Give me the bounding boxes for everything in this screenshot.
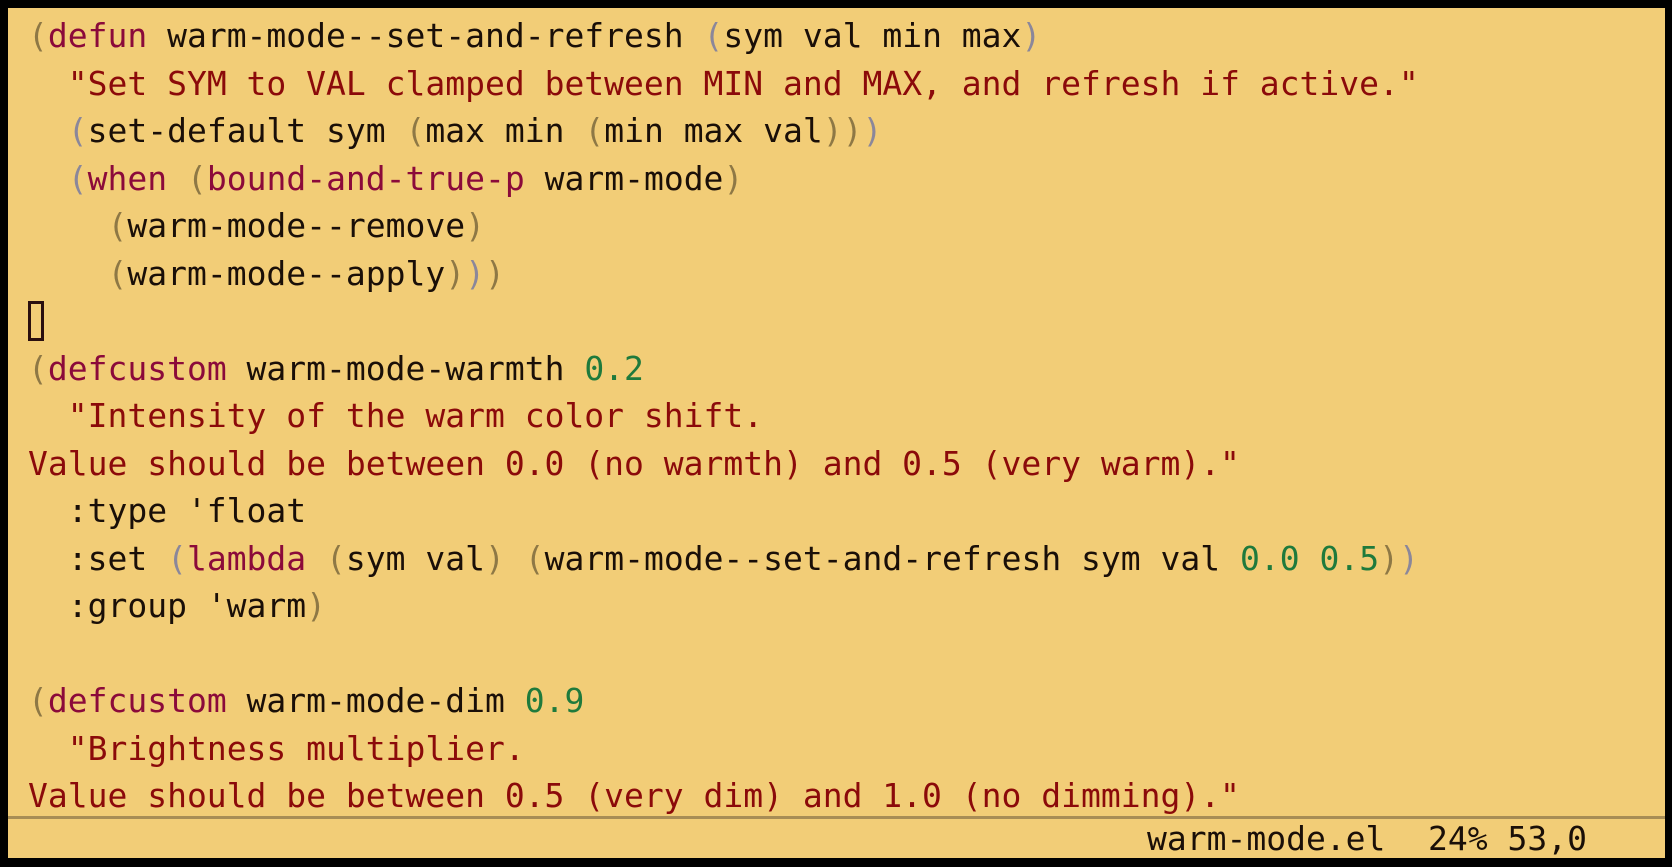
code-keyword: bound-and-true-p xyxy=(206,158,525,198)
code-paren: ) xyxy=(1021,16,1042,55)
modeline-position: 24% 53,0 xyxy=(1428,819,1587,858)
code-buffer[interactable]: (defun warm-mode--set-and-refresh (sym v… xyxy=(28,12,1665,820)
code-text: max min xyxy=(425,111,585,150)
code-paren: ) xyxy=(485,538,505,578)
code-paren: ) xyxy=(723,158,744,198)
code-paren: ( xyxy=(186,158,207,198)
emacs-window: (defun warm-mode--set-and-refresh (sym v… xyxy=(8,8,1665,858)
code-paren: ) xyxy=(862,111,883,150)
code-text xyxy=(28,729,68,768)
code-line[interactable]: (warm-mode--apply))) xyxy=(28,250,1665,298)
code-paren: ( xyxy=(524,538,545,578)
code-text xyxy=(505,539,525,578)
code-text: :set xyxy=(28,538,168,578)
code-text: warm-mode--set-and-refresh sym val xyxy=(544,538,1240,578)
code-keyword: defcustom xyxy=(47,681,227,720)
code-line[interactable]: (defcustom warm-mode-dim 0.9 xyxy=(28,677,1665,725)
code-text: warm-mode--set-and-refresh xyxy=(147,16,704,55)
code-paren: ( xyxy=(28,348,48,388)
code-text: warm-mode--apply xyxy=(127,253,446,293)
code-keyword: defun xyxy=(47,16,148,55)
modeline-filename: warm-mode.el xyxy=(1147,819,1386,858)
code-number: 0.0 xyxy=(1240,538,1300,578)
code-text xyxy=(1300,539,1320,578)
code-line[interactable]: (warm-mode--remove) xyxy=(28,202,1665,250)
code-paren: ) xyxy=(1398,538,1419,578)
code-line[interactable]: "Brightness multiplier. xyxy=(28,725,1665,773)
code-number: 0.5 xyxy=(1319,538,1380,578)
code-string: "Intensity of the warm color shift. xyxy=(67,396,764,435)
code-string: "Brightness multiplier. xyxy=(67,728,525,768)
code-string: Value should be between 0.0 (no warmth) … xyxy=(28,443,1240,483)
code-text: warm-mode-dim xyxy=(226,681,525,720)
code-text: set-default sym xyxy=(87,111,406,150)
code-string: "Set SYM to VAL clamped between MIN and … xyxy=(67,63,1419,103)
code-paren: ( xyxy=(584,111,605,150)
code-text xyxy=(28,64,68,103)
code-paren: ( xyxy=(28,681,48,720)
code-paren: ( xyxy=(326,538,346,578)
code-line[interactable]: (when (bound-and-true-p warm-mode) xyxy=(28,155,1665,203)
code-text: :type 'float xyxy=(28,491,307,530)
code-line[interactable]: :set (lambda (sym val) (warm-mode--set-a… xyxy=(28,535,1665,583)
code-text xyxy=(28,254,107,293)
code-text xyxy=(306,539,326,578)
code-string: Value should be between 0.5 (very dim) a… xyxy=(28,776,1240,815)
code-paren: ) xyxy=(1379,538,1399,578)
code-number: 0.2 xyxy=(584,348,644,388)
code-text: warm-mode-warmth xyxy=(226,348,585,388)
code-paren: ) xyxy=(822,111,843,150)
code-keyword: defcustom xyxy=(47,348,227,388)
code-text xyxy=(28,159,68,198)
code-line[interactable]: (defun warm-mode--set-and-refresh (sym v… xyxy=(28,12,1665,60)
code-text: sym val xyxy=(345,538,485,578)
code-line[interactable]: (set-default sym (max min (min max val))… xyxy=(28,107,1665,155)
code-text: warm-mode--remove xyxy=(127,206,466,245)
code-text xyxy=(28,206,107,245)
code-text: sym val min max xyxy=(723,16,1022,55)
code-text: :group 'warm xyxy=(28,586,307,625)
code-paren: ( xyxy=(107,253,128,293)
modeline: warm-mode.el 24% 53,0 xyxy=(8,819,1665,858)
code-paren: ( xyxy=(167,538,187,578)
code-keyword: lambda xyxy=(186,538,307,578)
code-paren: ( xyxy=(67,111,88,150)
code-line[interactable]: "Intensity of the warm color shift. xyxy=(28,392,1665,440)
code-paren: ) xyxy=(306,586,327,625)
code-paren: ( xyxy=(107,206,128,245)
code-line[interactable] xyxy=(28,297,1665,345)
code-text: warm-mode xyxy=(524,158,724,198)
code-text: min max val xyxy=(604,111,823,150)
text-cursor xyxy=(28,300,44,341)
code-paren: ) xyxy=(842,111,863,150)
code-paren: ( xyxy=(28,16,48,55)
code-text xyxy=(28,396,68,435)
code-text xyxy=(28,111,68,150)
code-line[interactable]: (defcustom warm-mode-warmth 0.2 xyxy=(28,345,1665,393)
code-paren: ) xyxy=(485,253,505,293)
code-line[interactable]: :group 'warm) xyxy=(28,582,1665,630)
code-line[interactable]: "Set SYM to VAL clamped between MIN and … xyxy=(28,60,1665,108)
code-line[interactable]: :type 'float xyxy=(28,487,1665,535)
code-line[interactable]: Value should be between 0.5 (very dim) a… xyxy=(28,772,1665,820)
code-paren: ) xyxy=(465,253,485,293)
code-line[interactable] xyxy=(28,630,1665,678)
code-paren: ) xyxy=(445,253,466,293)
code-text xyxy=(167,159,187,198)
code-line[interactable]: Value should be between 0.0 (no warmth) … xyxy=(28,440,1665,488)
code-paren: ( xyxy=(405,111,426,150)
modeline-divider xyxy=(8,816,1665,819)
code-paren: ( xyxy=(703,16,724,55)
code-paren: ) xyxy=(465,206,485,245)
code-keyword: when xyxy=(87,158,168,198)
code-number: 0.9 xyxy=(524,681,585,720)
code-paren: ( xyxy=(67,158,88,198)
